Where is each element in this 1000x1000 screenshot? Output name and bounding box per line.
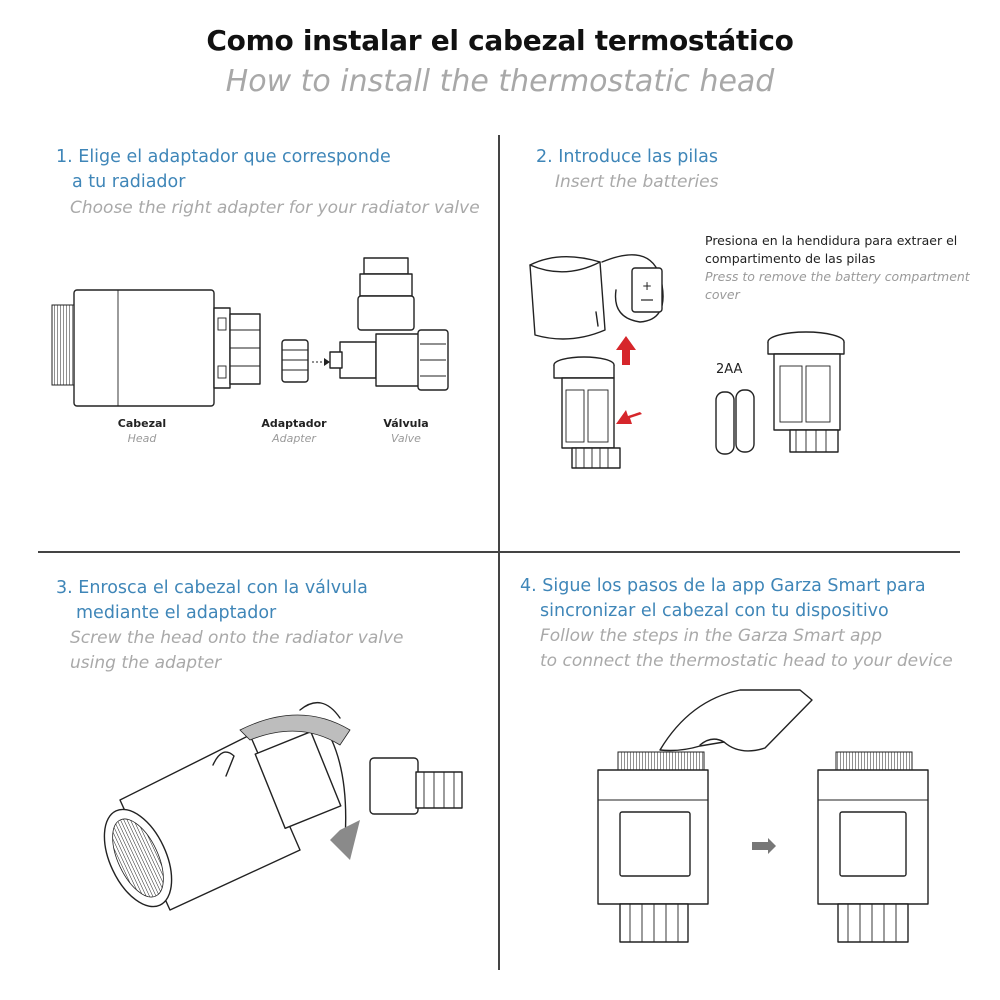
- step1-title-line1: 1. Elige el adaptador que corresponde: [56, 147, 391, 167]
- battery-note-en: Press to remove the battery compartment …: [705, 269, 970, 302]
- horizontal-divider: [38, 551, 960, 553]
- step3-title-line2: mediante el adaptador: [76, 603, 277, 623]
- thermostat-head-side-icon: [51, 289, 261, 407]
- battery-note-es: Presiona en la hendidura para extraer el…: [705, 233, 958, 266]
- step4-subtitle-line1: Follow the steps in the Garza Smart app: [540, 626, 883, 646]
- aa-batteries-icon: [715, 389, 755, 455]
- vertical-divider: [498, 135, 500, 970]
- step4-title-line1: 4. Sigue los pasos de la app Garza Smart…: [520, 576, 926, 596]
- step3-subtitle-line1: Screw the head onto the radiator valve: [70, 628, 404, 648]
- step2-subtitle: Insert the batteries: [555, 172, 719, 192]
- thermostat-display-before-icon: [597, 751, 709, 943]
- step1-subtitle: Choose the right adapter for your radiat…: [70, 198, 480, 218]
- hand-pressing-icon: [659, 689, 813, 752]
- up-arrow-icon: [616, 336, 636, 365]
- step2-title: 2. Introduce las pilas: [536, 147, 718, 167]
- label-valve-en: Valve: [391, 432, 421, 445]
- screw-head-onto-valve-icon: [103, 701, 463, 911]
- step3-subtitle-line2: using the adapter: [70, 653, 222, 673]
- left-arrow-icon: [616, 410, 642, 424]
- label-adapter-es: Adaptador: [261, 417, 327, 430]
- label-head-en: Head: [127, 432, 157, 445]
- battery-label: 2AA: [716, 362, 743, 377]
- step1-title-line2: a tu radiador: [72, 172, 186, 192]
- svg-text:+: +: [642, 279, 652, 293]
- radiator-valve-icon: [329, 257, 449, 391]
- page-title: Como instalar el cabezal termostático: [206, 24, 794, 57]
- label-adapter-en: Adapter: [272, 432, 316, 445]
- head-with-batteries-icon: [767, 331, 845, 453]
- step4-title-line2: sincronizar el cabezal con tu dispositiv…: [540, 601, 889, 621]
- step3-title-line1: 3. Enrosca el cabezal con la válvula: [56, 578, 368, 598]
- battery-cover-icon: +: [529, 254, 664, 340]
- page-subtitle: How to install the thermostatic head: [225, 64, 775, 99]
- adapter-ring-icon: [281, 339, 330, 383]
- thermostat-display-after-icon: [817, 751, 929, 943]
- battery-compartment-icon: [553, 356, 621, 469]
- step4-subtitle-line2: to connect the thermostatic head to your…: [540, 651, 953, 671]
- arrow-right-icon: [752, 838, 776, 854]
- label-head-es: Cabezal: [117, 417, 167, 430]
- label-valve-es: Válvula: [383, 417, 429, 430]
